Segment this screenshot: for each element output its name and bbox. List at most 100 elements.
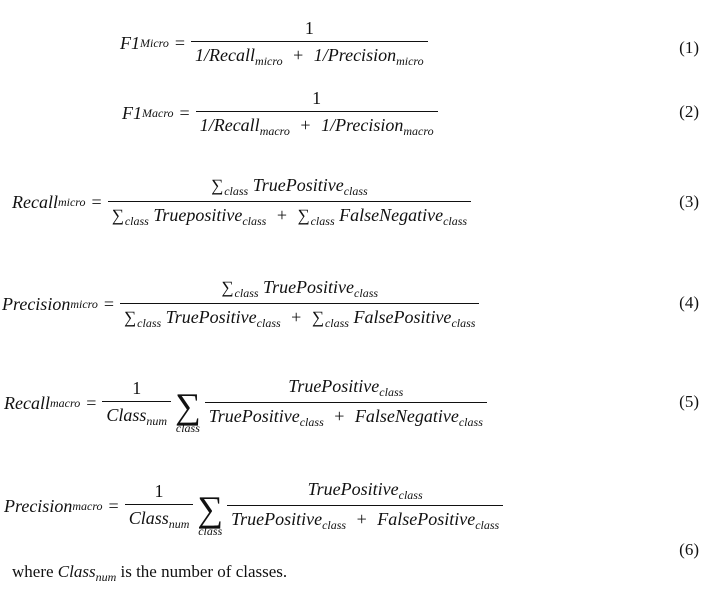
den-term-a-sub: class [256, 316, 281, 330]
den-term-a: TruePositive [208, 406, 300, 426]
den-term-b: 1/Precision [313, 45, 397, 65]
class-term: Class [106, 404, 147, 425]
sum-limit: class [175, 421, 200, 435]
plus-sign: + [291, 307, 302, 327]
den-term-b: FalsePositive [353, 307, 452, 327]
den-term-b: FalseNegative [339, 205, 444, 225]
equation-number: (5) [679, 392, 699, 411]
class-variable: Class [57, 562, 96, 581]
numerator-term: TruePositive [263, 277, 355, 297]
den-term-b-sub: class [475, 518, 500, 532]
sum-symbol: ∑ [175, 386, 201, 426]
den-term-a: 1/Recall [195, 45, 256, 65]
sum-sub: class [234, 286, 259, 300]
sentence-suffix: is the number of classes. [116, 562, 288, 581]
equation-number: (4) [679, 293, 699, 312]
den-term-b-sub: class [443, 214, 468, 228]
sum-symbol: ∑ [111, 206, 124, 225]
equation-number: (6) [679, 540, 699, 559]
numerator-term: TruePositive [307, 479, 399, 499]
sentence-prefix: where [12, 562, 58, 581]
denominator: TruePositiveclass + FalsePositiveclass [227, 505, 504, 533]
sum-sub: class [224, 184, 249, 198]
den-term-a: TruePositive [165, 307, 257, 327]
equals-sign: = [86, 392, 97, 413]
den-term-b: FalseNegative [354, 406, 459, 426]
den-term-b: FalsePositive [377, 509, 476, 529]
numerator-sub: class [354, 286, 379, 300]
den-term-a-sub: class [242, 214, 267, 228]
class-term: Class [128, 507, 169, 528]
fraction: TruePositiveclass TruePositiveclass + Fa… [227, 479, 504, 533]
numerator-sub: class [343, 184, 368, 198]
numerator: ∑class TruePositiveclass [207, 175, 372, 201]
numerator-sub: class [379, 385, 404, 399]
prefactor-fraction: 1 Classnum [124, 480, 194, 532]
denominator: ∑class Truepositiveclass + ∑class FalseN… [107, 201, 472, 229]
sum-symbol: ∑ [297, 206, 310, 225]
equals-sign: = [108, 495, 119, 516]
lhs-sub: macro [72, 498, 103, 513]
explanation-sentence: where Classnum is the number of classes. [12, 562, 287, 585]
sum-sub: class [324, 316, 349, 330]
numerator-term: TruePositive [288, 376, 380, 396]
lhs: Recall [4, 392, 50, 413]
denominator: 1/Recallmacro + 1/Precisionmacro [195, 111, 438, 139]
numerator-term: TruePositive [252, 175, 344, 195]
lhs: F1 [120, 33, 140, 53]
fraction: 1 1/Recallmicro + 1/Precisionmicro [191, 18, 428, 69]
summation: ∑ class [197, 489, 224, 537]
equals-sign: = [103, 293, 115, 314]
numerator: 1 [312, 88, 322, 108]
sum-symbol: ∑ [197, 489, 224, 529]
den-term-b-sub: micro [396, 54, 424, 68]
lhs-sub: Macro [142, 106, 174, 120]
equals-sign: = [179, 103, 190, 123]
prefactor-denominator: Classnum [124, 503, 194, 532]
equation-number: (1) [679, 38, 699, 57]
den-term-a-sub: class [322, 518, 347, 532]
equation-number: (3) [679, 192, 699, 211]
denominator: ∑class TruePositiveclass + ∑class FalseP… [120, 303, 480, 331]
fraction: ∑class TruePositiveclass ∑class Trueposi… [107, 175, 472, 229]
sum-sub: class [124, 214, 149, 228]
fraction: ∑class TruePositiveclass ∑class TruePosi… [120, 277, 480, 331]
den-term-a: Truepositive [153, 205, 243, 225]
equation-number: (2) [679, 102, 699, 121]
den-term-b-sub: class [451, 316, 476, 330]
plus-sign: + [276, 205, 287, 225]
fraction: 1 1/Recallmacro + 1/Precisionmacro [195, 88, 438, 139]
numerator: 1 [304, 18, 314, 38]
den-term-a: 1/Recall [199, 115, 260, 135]
sum-symbol: ∑ [124, 308, 137, 327]
sum-symbol: ∑ [221, 278, 234, 297]
numerator: TruePositiveclass [284, 376, 407, 402]
prefactor-numerator: 1 [132, 377, 142, 398]
numerator: TruePositiveclass [304, 479, 427, 505]
equals-sign: = [174, 33, 186, 53]
class-sub: num [168, 516, 190, 531]
numerator: ∑class TruePositiveclass [217, 277, 382, 303]
lhs: Precision [2, 293, 71, 314]
den-term-a-sub: class [299, 415, 324, 429]
sum-sub: class [310, 214, 335, 228]
sum-symbol: ∑ [311, 308, 324, 327]
plus-sign: + [300, 115, 311, 135]
equals-sign: = [91, 191, 102, 212]
den-term-a-sub: micro [255, 54, 283, 68]
prefactor-denominator: Classnum [102, 400, 172, 429]
lhs-sub: micro [57, 194, 86, 209]
lhs: Recall [12, 191, 58, 212]
lhs-sub: Micro [140, 36, 169, 50]
class-variable-sub: num [95, 570, 117, 584]
denominator: TruePositiveclass + FalseNegativeclass [204, 402, 487, 430]
numerator-sub: class [398, 488, 423, 502]
plus-sign: + [334, 406, 345, 426]
lhs-sub: macro [49, 395, 81, 410]
sum-symbol: ∑ [211, 176, 224, 195]
prefactor-numerator: 1 [154, 480, 164, 501]
